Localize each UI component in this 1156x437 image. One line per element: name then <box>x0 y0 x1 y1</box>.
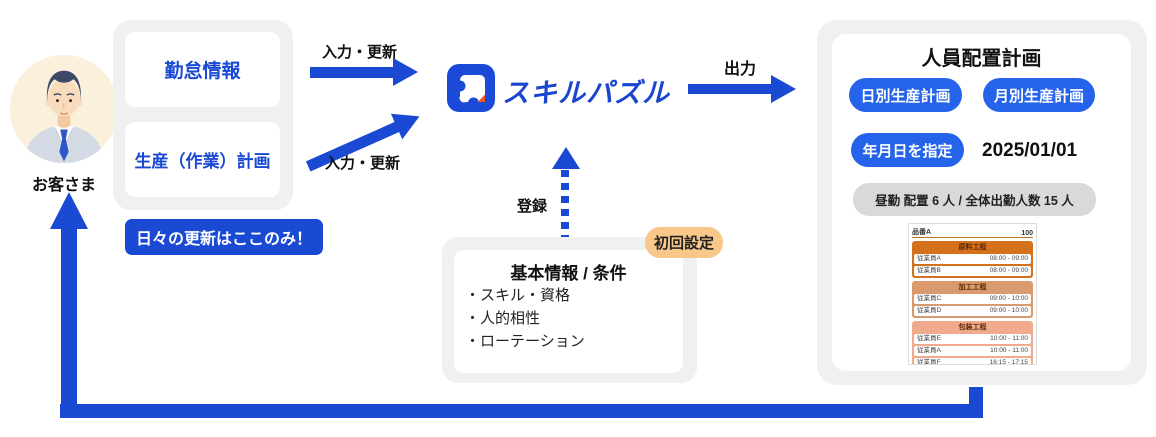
register-arrow-head <box>552 147 580 169</box>
return-arrow-bottom-segment <box>60 404 983 418</box>
schedule-table: 品番A 100 原料工程従業員A 08:00 - 09:00 従業員B 08:00 -… <box>908 223 1037 365</box>
puzzle-icon <box>447 64 495 112</box>
employee-name: 従業員D <box>917 307 942 314</box>
schedule-section-title: 包装工程 <box>958 324 987 331</box>
daily-update-note-badge: 日々の更新はここのみ！ <box>125 219 323 255</box>
employee-name: 従業員E <box>917 335 941 342</box>
arrow-app-to-plan-head <box>771 75 796 103</box>
schedule-sections: 原料工程従業員A 08:00 - 09:00 従業員B 08:00 - 09:00 加工… <box>912 241 1033 365</box>
setup-box-items: ・スキル・資格 ・人的相性 ・ローテーション <box>465 284 585 353</box>
setup-box-title: 基本情報 / 条件 <box>510 264 627 283</box>
production-plan-card: 生産（作業）計画 <box>125 122 280 197</box>
daily-plan-button[interactable]: 日別生産計画 <box>849 78 962 112</box>
shift-time: 16:15 - 17:15 <box>989 359 1028 365</box>
input-update-label-bottom: 入力・更新 <box>325 155 401 172</box>
monthly-plan-button[interactable]: 月別生産計画 <box>983 78 1095 112</box>
product-code: 品番A <box>912 229 932 236</box>
schedule-row: 従業員F 16:15 - 17:15 <box>914 358 1031 365</box>
setup-item-skill: ・スキル・資格 <box>465 287 571 304</box>
shift-time: 08:00 - 09:00 <box>989 267 1028 274</box>
initial-setup-badge: 初回設定 <box>645 227 723 258</box>
register-arrow-dashes <box>561 170 569 252</box>
product-quantity: 100 <box>1021 230 1033 237</box>
schedule-table-header: 品番A 100 <box>912 226 1033 238</box>
employee-name: 従業員C <box>917 295 942 302</box>
schedule-row: 従業員D 09:00 - 10:00 <box>914 306 1031 316</box>
setup-item-rotation: ・ローテーション <box>465 333 585 350</box>
setup-item-compatibility: ・人的相性 <box>465 310 541 327</box>
employee-name: 従業員A <box>917 255 941 262</box>
skillpuzzle-logo-icon <box>447 64 495 112</box>
customer-label: お客さま <box>31 177 96 194</box>
output-label: 出力 <box>724 61 757 78</box>
schedule-row: 従業員C 09:00 - 10:00 <box>914 294 1031 304</box>
customer-avatar <box>8 53 120 165</box>
skillpuzzle-logo-text: スキルパズル <box>502 78 670 108</box>
schedule-row: 従業員E 10:00 - 11:00 <box>914 334 1031 344</box>
shift-time: 10:00 - 11:00 <box>990 335 1028 342</box>
schedule-row: 従業員A 08:00 - 09:00 <box>914 254 1031 264</box>
schedule-section-title: 加工工程 <box>958 284 987 291</box>
shift-summary-badge: 昼勤 配置 6 人 / 全体出勤人数 15 人 <box>853 183 1096 216</box>
arrow-app-to-plan <box>688 84 773 94</box>
daily-update-box: 勤怠情報 生産（作業）計画 <box>113 20 293 210</box>
schedule-section: 原料工程従業員A 08:00 - 09:00 従業員B 08:00 - 09:00 <box>912 241 1033 278</box>
shift-time: 09:00 - 10:00 <box>989 295 1028 302</box>
employee-name: 従業員F <box>917 359 941 365</box>
input-update-label-top: 入力・更新 <box>322 44 398 61</box>
schedule-section-title: 原料工程 <box>958 244 987 251</box>
schedule-row: 従業員A 10:00 - 11:00 <box>914 346 1031 356</box>
shift-time: 09:00 - 10:00 <box>989 307 1028 314</box>
shift-time: 10:00 - 11:00 <box>990 347 1028 354</box>
schedule-section: 加工工程従業員C 09:00 - 10:00 従業員D 09:00 - 10:00 <box>912 281 1033 318</box>
person-icon <box>9 54 119 164</box>
employee-name: 従業員B <box>917 267 941 274</box>
return-arrow-left-segment <box>61 228 77 418</box>
attendance-card: 勤怠情報 <box>125 32 280 107</box>
date-select-button[interactable]: 年月日を指定 <box>851 133 964 167</box>
setup-box-inner <box>454 250 683 373</box>
schedule-row: 従業員B 08:00 - 09:00 <box>914 266 1031 276</box>
register-label: 登録 <box>517 198 548 215</box>
arrow-attendance-to-app <box>310 67 394 78</box>
arrow-attendance-to-app-head <box>393 58 418 86</box>
shift-time: 08:00 - 09:00 <box>989 255 1028 262</box>
return-arrow-head <box>50 192 88 229</box>
plan-panel-title: 人員配置計画 <box>921 48 1042 70</box>
employee-name: 従業員A <box>917 347 941 354</box>
selected-date: 2025/01/01 <box>982 140 1078 161</box>
